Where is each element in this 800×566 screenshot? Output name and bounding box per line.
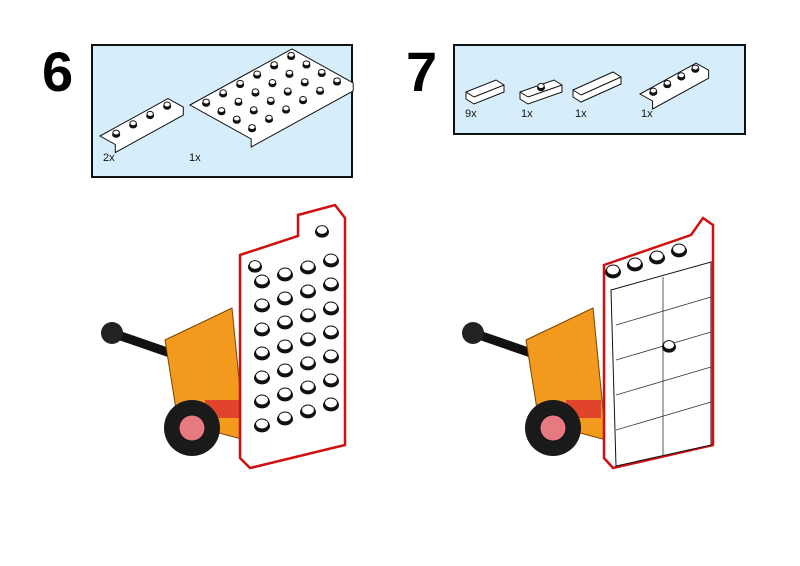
stud	[250, 106, 258, 113]
part-qty: 1x	[641, 108, 653, 120]
stud	[301, 308, 315, 320]
stud	[301, 404, 315, 416]
stud	[650, 250, 664, 262]
stud	[299, 96, 307, 103]
part-qty: 1x	[521, 108, 533, 120]
stud	[672, 243, 686, 255]
tile-seam	[615, 401, 712, 431]
stud	[324, 397, 338, 409]
stud	[251, 88, 260, 95]
stud	[278, 291, 292, 303]
wheel-hub	[178, 414, 206, 442]
stud	[316, 86, 324, 93]
stud	[606, 264, 620, 276]
stud	[278, 387, 292, 399]
stud	[255, 394, 269, 406]
edge	[580, 76, 622, 96]
stud	[301, 356, 315, 368]
stud	[324, 277, 338, 289]
part-qty: 1x	[575, 108, 587, 120]
step-number-6: 6	[42, 40, 74, 103]
stud	[234, 97, 243, 104]
edge	[465, 91, 475, 98]
stud	[202, 98, 210, 105]
stud	[255, 322, 269, 334]
stud	[248, 124, 256, 131]
stud	[662, 340, 676, 350]
stud	[278, 267, 292, 279]
part-tile-1x2	[465, 79, 505, 105]
stud	[301, 380, 315, 392]
stud	[333, 77, 341, 84]
stud	[255, 370, 269, 382]
stud	[163, 101, 171, 108]
stud	[129, 120, 137, 127]
part-qty: 1x	[189, 152, 201, 164]
edge	[527, 84, 563, 98]
stud	[278, 411, 292, 423]
stud	[301, 78, 309, 85]
stud	[324, 349, 338, 361]
stud	[253, 70, 261, 77]
part-plate-1x4	[638, 62, 710, 110]
stud	[324, 253, 338, 265]
stud	[282, 105, 290, 112]
stud	[315, 225, 329, 235]
handle-knob	[101, 322, 123, 344]
stud	[146, 110, 154, 117]
stud	[278, 339, 292, 351]
stud	[255, 418, 269, 430]
stud	[324, 301, 338, 313]
edge	[519, 91, 529, 98]
part-qty: 2x	[103, 152, 115, 164]
stud	[301, 260, 315, 272]
tile-seam	[615, 366, 712, 396]
stud	[270, 61, 278, 68]
stud	[267, 96, 275, 103]
part-qty: 9x	[465, 108, 477, 120]
edge	[572, 89, 582, 96]
stud	[255, 274, 269, 286]
stud	[302, 60, 311, 67]
stud	[255, 298, 269, 310]
stud	[284, 87, 292, 94]
part-tile-2x2	[572, 71, 622, 103]
handle-knob	[462, 322, 484, 344]
stud	[324, 325, 338, 337]
stud	[649, 87, 657, 94]
stud	[265, 114, 273, 121]
step-number-7: 7	[406, 40, 438, 103]
stud	[248, 260, 262, 270]
part-plate-1x4	[98, 98, 184, 154]
tile-seam	[615, 296, 712, 326]
stud	[217, 107, 226, 114]
stud	[285, 69, 294, 76]
stud	[233, 115, 241, 122]
stud	[677, 72, 685, 79]
stud	[301, 332, 315, 344]
stud	[219, 89, 227, 96]
edge	[473, 84, 505, 98]
stud	[537, 83, 545, 89]
stud	[324, 373, 338, 385]
stud	[278, 315, 292, 327]
stud	[268, 79, 277, 86]
stud	[255, 346, 269, 358]
stud	[628, 257, 642, 269]
stud	[318, 68, 326, 75]
wheel-hub	[539, 414, 567, 442]
stud	[663, 79, 671, 86]
stud	[301, 284, 315, 296]
stud	[112, 129, 120, 136]
stud	[287, 51, 295, 58]
tile-face	[610, 261, 712, 467]
stud	[236, 79, 244, 86]
stud	[278, 363, 292, 375]
stud	[691, 64, 699, 71]
